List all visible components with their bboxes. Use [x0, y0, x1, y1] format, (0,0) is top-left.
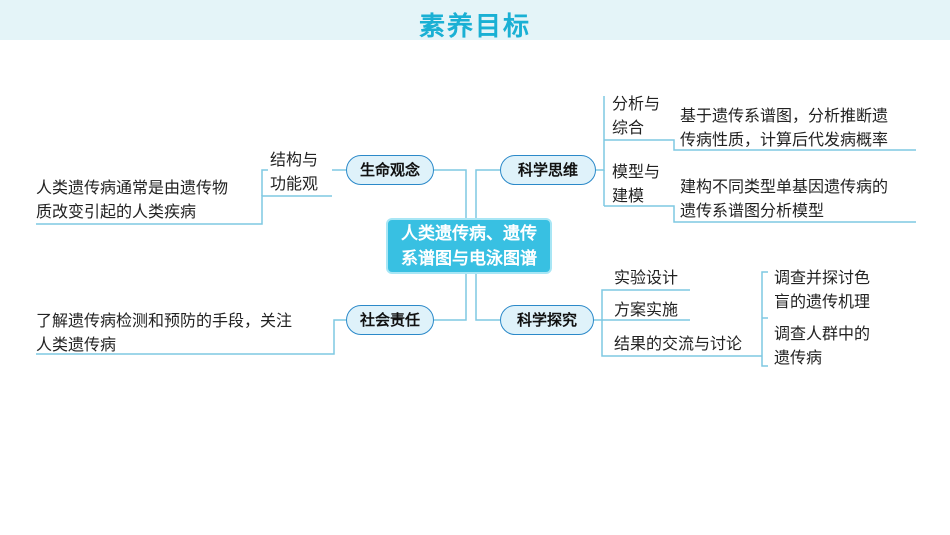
life-desc-line2: 质改变引起的人类疾病 [36, 202, 197, 221]
model-line1: 模型与 [612, 162, 661, 181]
inquiry-step-design: 实验设计 [614, 268, 679, 287]
thinking-desc-model: 建构不同类型单基因遗传病的 遗传系谱图分析模型 [680, 175, 888, 223]
connector-analysis [604, 139, 916, 151]
life-description: 人类遗传病通常是由遗传物 质改变引起的人类疾病 [36, 176, 228, 224]
center-topic-line2: 系谱图与电泳图谱 [401, 249, 537, 269]
analysis-line1: 分析与 [612, 94, 661, 113]
connector-life-desc [36, 195, 332, 225]
center-topic-node: 人类遗传病、遗传 系谱图与电泳图谱 [386, 218, 552, 274]
node-social-responsibility: 社会责任 [346, 305, 434, 335]
life-desc-line1: 人类遗传病通常是由遗传物 [36, 178, 229, 197]
life-sub-label: 结构与 功能观 [270, 148, 318, 196]
center-topic-line1: 人类遗传病、遗传 [401, 224, 537, 244]
analysis-desc-line2: 传病性质，计算后代发病概率 [680, 130, 889, 149]
node-scientific-thinking: 科学思维 [500, 155, 596, 185]
inquiry-step-implement: 方案实施 [614, 300, 679, 319]
analysis-desc-line1: 基于遗传系谱图，分析推断遗 [680, 106, 889, 125]
inquiry-task-colorblind: 调查并探讨色 盲的遗传机理 [774, 266, 870, 314]
task1-line1: 调查并探讨色 [774, 268, 871, 287]
analysis-line2: 综合 [612, 118, 645, 137]
inquiry-step-discuss: 结果的交流与讨论 [614, 334, 743, 353]
page-title: 素养目标 [418, 12, 531, 42]
connector-discuss [601, 320, 762, 357]
connector-social-desc [36, 319, 346, 355]
social-desc-line2: 人类遗传病 [36, 335, 117, 354]
life-sub-line1: 结构与 [270, 150, 319, 169]
thinking-item-model: 模型与 建模 [612, 160, 660, 208]
thinking-item-analysis: 分析与 综合 [612, 92, 660, 140]
task2-line1: 调查人群中的 [774, 324, 871, 343]
connector-life-join [261, 169, 268, 196]
task1-line2: 盲的遗传机理 [774, 292, 871, 311]
connector-design [594, 289, 690, 321]
node-scientific-inquiry: 科学探究 [500, 305, 594, 335]
inquiry-task-population: 调查人群中的 遗传病 [774, 322, 870, 370]
model-line2: 建模 [612, 186, 645, 205]
connector-model [604, 205, 916, 223]
model-desc-line1: 建构不同类型单基因遗传病的 [680, 177, 889, 196]
connector-task-bracket-top [761, 271, 768, 356]
connector-thinking-up [596, 96, 605, 171]
life-sub-line2: 功能观 [270, 174, 319, 193]
node-life-concept: 生命观念 [346, 155, 434, 185]
social-description: 了解遗传病检测和预防的手段，关注 人类遗传病 [36, 309, 292, 357]
model-desc-line2: 遗传系谱图分析模型 [680, 201, 825, 220]
task2-line2: 遗传病 [774, 348, 823, 367]
social-desc-line1: 了解遗传病检测和预防的手段，关注 [36, 311, 293, 330]
header-band [0, 0, 950, 40]
thinking-desc-analysis: 基于遗传系谱图，分析推断遗 传病性质，计算后代发病概率 [680, 104, 888, 152]
connector-task-bracket-bottom [761, 356, 768, 367]
